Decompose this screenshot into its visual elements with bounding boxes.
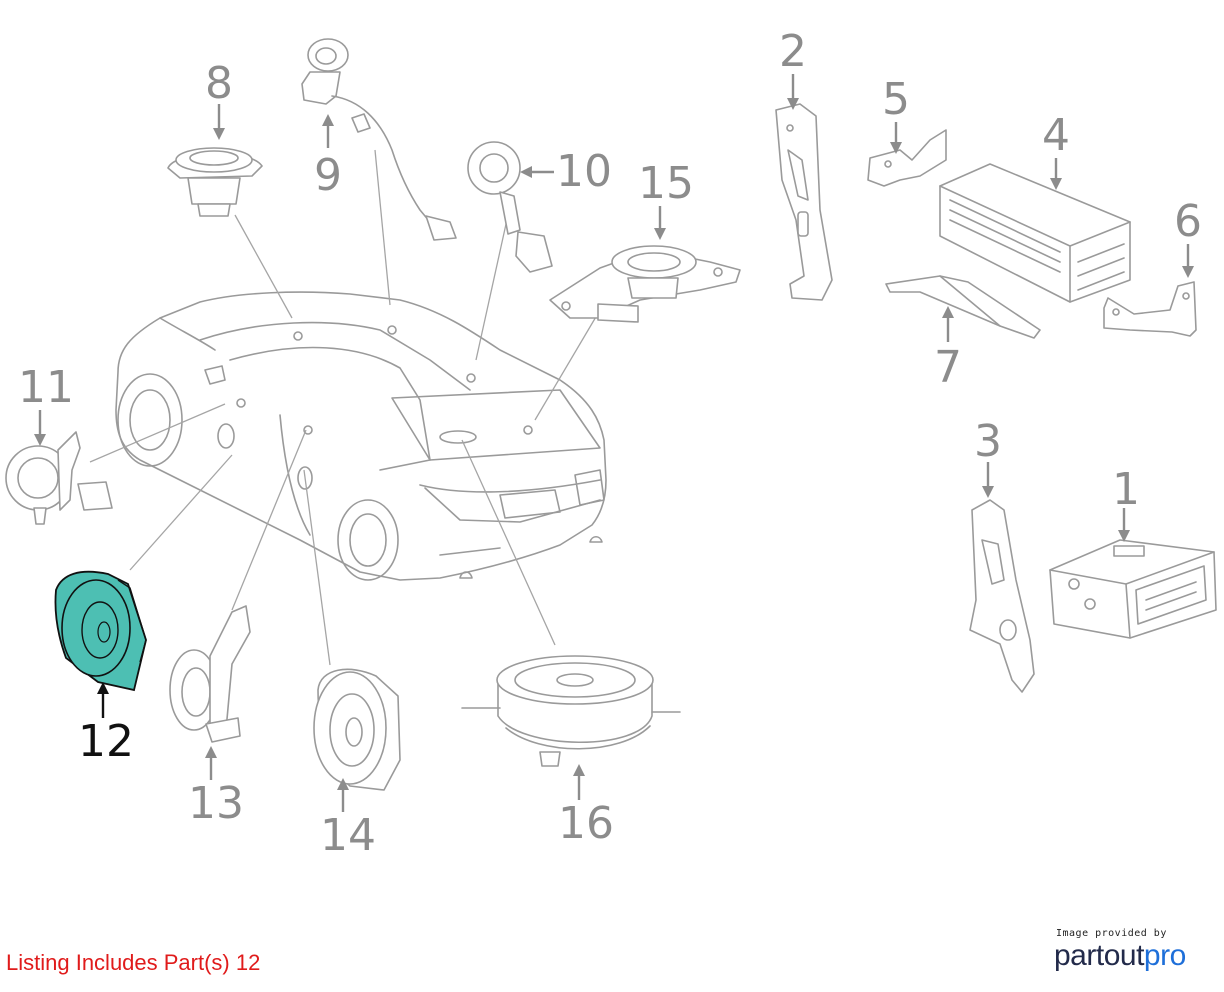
part-7-bracket[interactable] (885, 275, 1041, 339)
callout-14[interactable]: 14 (320, 810, 376, 861)
vehicle-outline (115, 291, 607, 581)
callout-1[interactable]: 1 (1112, 464, 1140, 515)
callout-6[interactable]: 6 (1174, 196, 1202, 247)
leader-lines (89, 149, 601, 666)
part-13-mid-speaker[interactable] (169, 605, 251, 743)
part-6-bracket[interactable] (1103, 281, 1197, 337)
callout-3[interactable]: 3 (974, 416, 1002, 467)
part-8-tweeter[interactable] (167, 147, 263, 217)
callout-2[interactable]: 2 (779, 26, 807, 77)
part-10-tweeter-pod[interactable] (467, 141, 553, 273)
logo-accent-text: pro (1143, 939, 1186, 972)
listing-includes-note: Listing Includes Part(s) 12 (6, 950, 261, 975)
callout-arrows (34, 74, 1194, 812)
callout-12[interactable]: 12 (78, 716, 134, 767)
part-15-deck-woofer[interactable] (549, 245, 741, 323)
part-2-bracket[interactable] (775, 103, 833, 301)
callout-7[interactable]: 7 (934, 342, 962, 393)
callout-10[interactable]: 10 (556, 146, 612, 197)
brand-caption: Image provided by (1056, 928, 1167, 939)
callout-9[interactable]: 9 (314, 150, 342, 201)
partoutpro-logo: partoutpro (1054, 939, 1214, 973)
part-5-bracket[interactable] (867, 129, 947, 187)
part-9-tweeter-harness[interactable] (301, 38, 457, 241)
callout-labels: 1 2 3 4 5 6 7 8 9 10 11 12 13 14 15 16 (18, 26, 1202, 861)
callout-5[interactable]: 5 (882, 74, 910, 125)
part-12-door-speaker[interactable] (54, 570, 147, 692)
callout-13[interactable]: 13 (188, 778, 244, 829)
partoutpro-branding: Image provided by partoutpro (1054, 928, 1214, 973)
callout-16[interactable]: 16 (558, 798, 614, 849)
part-1-head-unit[interactable] (1049, 539, 1217, 639)
part-4-amplifier[interactable] (939, 163, 1131, 303)
part-3-bracket[interactable] (969, 499, 1035, 693)
callout-15[interactable]: 15 (638, 158, 694, 209)
logo-main-text: partout (1054, 939, 1144, 972)
callout-4[interactable]: 4 (1042, 110, 1070, 161)
part-11-door-tweeter[interactable] (5, 431, 113, 525)
part-16-subwoofer[interactable] (461, 655, 681, 767)
part-14-door-woofer[interactable] (313, 668, 401, 791)
callout-8[interactable]: 8 (205, 58, 233, 109)
callout-11[interactable]: 11 (18, 362, 74, 413)
